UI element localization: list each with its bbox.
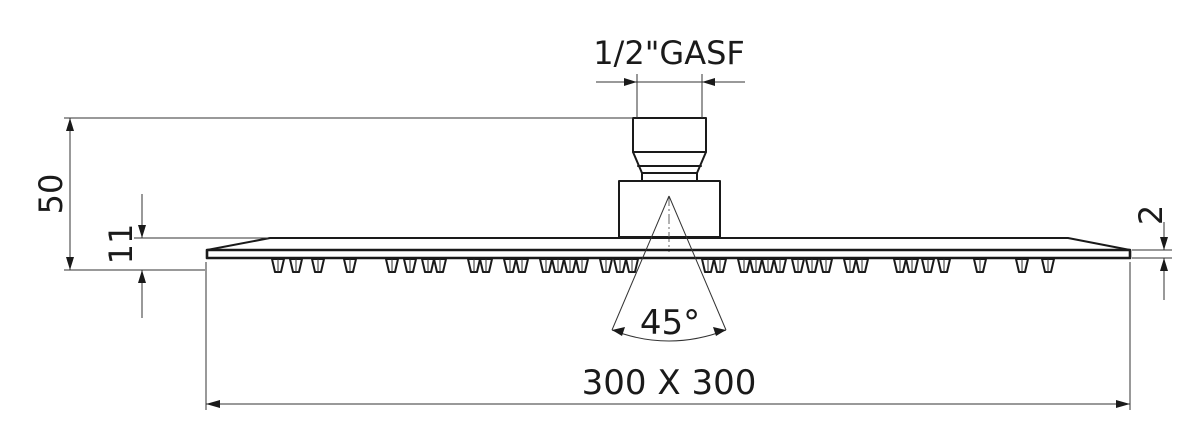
edge-thickness-label: 2 [1132,205,1170,225]
nozzle [843,258,857,273]
height-arrow-top [66,118,74,131]
nozzle [289,258,303,273]
nozzle [1041,258,1055,273]
connector-fitting [618,117,721,252]
nozzle [343,258,357,273]
nozzle-row [271,258,1055,273]
nozzle [749,258,763,273]
connector-nut [632,117,707,174]
nozzle [503,258,517,273]
nozzle [403,258,417,273]
spray-angle-arc [611,329,727,342]
spray-angle-label: 45° [640,303,700,343]
nozzle [791,258,805,273]
nozzle [467,258,481,273]
nozzle [701,258,715,273]
nozzle [893,258,907,273]
height-total-dimension: 50 [32,117,633,271]
shower-plate [205,237,1132,260]
spray-line-left [611,195,670,331]
arc-arrow-left [612,327,625,336]
plate-top-bevel [206,237,1131,251]
thread-arrow-left [624,78,637,86]
nozzle [515,258,529,273]
nozzle [599,258,613,273]
nozzle [421,258,435,273]
nozzle [937,258,951,273]
plate-bottom [205,248,1132,260]
plate-size-dimension: 300 X 300 [205,262,1131,410]
nozzle [625,258,639,273]
nozzle [551,258,565,273]
height-total-label: 50 [32,174,70,215]
nozzle [761,258,775,273]
nozzle [773,258,787,273]
height-arrow-bottom [66,257,74,270]
nozzle [737,258,751,273]
nozzle [385,258,399,273]
edge-thickness-dimension: 2 [1132,205,1172,300]
nozzle [819,258,833,273]
spray-angle-indicator: 45° [611,195,727,343]
nozzle [433,258,447,273]
thread-arrow-right [702,78,715,86]
width-arrow-left [206,400,220,408]
plate-arrow-top [138,225,146,238]
nozzle [575,258,589,273]
nozzle [1015,258,1029,273]
nozzle [311,258,325,273]
plate-size-label: 300 X 300 [582,363,757,403]
nozzle [805,258,819,273]
nozzle [613,258,627,273]
nozzle [855,258,869,273]
thread-label: 1/2"GASF [593,34,745,72]
thread-dimension: 1/2"GASF [593,34,745,118]
nozzle [973,258,987,273]
nozzle [271,258,285,273]
height-plate-dimension: 11 [102,194,268,318]
nozzle [905,258,919,273]
arc-arrow-right [713,327,726,336]
nozzle [921,258,935,273]
nozzle [539,258,553,273]
spray-line-right [668,195,727,331]
nozzle [563,258,577,273]
plate-arrow-bottom [138,270,146,283]
edge-arrow-bottom [1160,258,1168,271]
nozzle [713,258,727,273]
edge-arrow-top [1160,237,1168,250]
nozzle [479,258,493,273]
width-arrow-right [1116,400,1130,408]
height-plate-label: 11 [102,224,140,265]
